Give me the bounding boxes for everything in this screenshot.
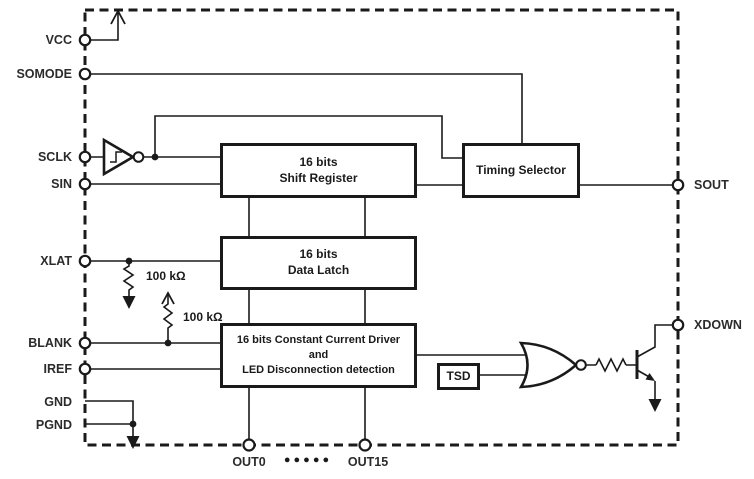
signal-wires xyxy=(85,12,673,440)
blank-pin-terminal xyxy=(78,336,92,350)
nor-gate-icon xyxy=(518,341,587,389)
chip-boundary-icon xyxy=(83,8,680,447)
shift-register-label: 16 bits Shift Register xyxy=(279,154,358,185)
pin-label-vcc: VCC xyxy=(45,33,72,47)
pin-label-pgnd: PGND xyxy=(35,418,72,432)
pin-label-sout: SOUT xyxy=(694,178,729,192)
sout-pin-terminal xyxy=(671,178,685,192)
data-latch-label: 16 bits Data Latch xyxy=(287,247,350,277)
pin-label-out15: OUT15 xyxy=(347,455,389,469)
xdown-pin-terminal xyxy=(671,318,685,332)
pin-label-iref: IREF xyxy=(43,362,72,376)
npn-transistor-icon xyxy=(635,324,673,412)
vcc-arrow-up-icon xyxy=(161,291,175,305)
shift-register-block: 16 bits Shift Register xyxy=(220,143,417,198)
xlat-pulldown-resistor-icon xyxy=(122,257,136,309)
pin-label-sin: SIN xyxy=(51,177,72,191)
pin-label-blank: BLANK xyxy=(28,336,72,350)
schmitt-trigger-inverter-icon xyxy=(102,137,145,177)
pin-label-sclk: SCLK xyxy=(37,150,72,164)
pin-terminals xyxy=(78,33,685,452)
vcc-arrow-up-icon xyxy=(110,9,126,25)
constant-current-driver-label: 16 bits Constant Current Driver and LED … xyxy=(236,334,401,376)
pin-label-somode: SOMODE xyxy=(16,67,72,81)
blank-pullup-resistor-label: 100 kΩ xyxy=(183,310,223,324)
pin-label-xdown: XDOWN xyxy=(694,318,742,332)
junction-dot xyxy=(151,153,159,161)
ground-node xyxy=(126,420,140,449)
timing-selector-block: Timing Selector xyxy=(462,143,580,198)
pin-label-gnd: GND xyxy=(44,395,72,409)
somode-pin-terminal xyxy=(78,67,92,81)
vcc-pin-terminal xyxy=(78,33,92,47)
pin-label-out0: OUT0 xyxy=(232,455,266,469)
timing-selector-label: Timing Selector xyxy=(476,162,566,177)
out-ellipsis-dots: ●●●●● xyxy=(283,454,333,466)
iref-pin-terminal xyxy=(78,362,92,376)
data-latch-block: 16 bits Data Latch xyxy=(220,236,417,290)
sclk-pin-terminal xyxy=(78,150,92,164)
ground-arrow-down-icon xyxy=(122,296,136,309)
constant-current-driver-block: 16 bits Constant Current Driver and LED … xyxy=(220,323,417,388)
tsd-label: TSD xyxy=(446,368,471,383)
series-resistor-icon xyxy=(595,357,627,373)
blank-pullup-resistor-icon xyxy=(161,291,175,347)
tsd-block: TSD xyxy=(437,363,480,390)
sin-pin-terminal xyxy=(78,177,92,191)
xlat-pin-terminal xyxy=(78,254,92,268)
out15-pin-terminal xyxy=(358,438,372,452)
ground-arrow-down-icon xyxy=(648,399,662,412)
ground-arrow-down-icon xyxy=(126,436,140,449)
xlat-pulldown-resistor-label: 100 kΩ xyxy=(146,269,186,283)
out0-pin-terminal xyxy=(242,438,256,452)
pin-label-xlat: XLAT xyxy=(40,254,72,268)
